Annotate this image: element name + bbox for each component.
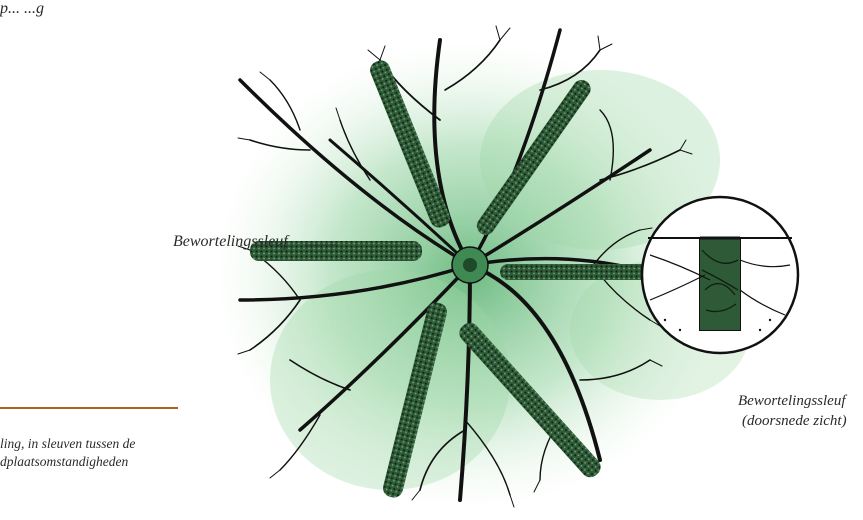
trench-cross-section-inset xyxy=(642,197,798,353)
trench-label: Bewortelingssleuf xyxy=(173,233,288,251)
caption-divider xyxy=(0,407,178,409)
caption-line-1: ling, in sleuven tussen de xyxy=(0,436,135,452)
trench-right xyxy=(500,264,648,280)
caption-line-2: dplaatsomstandigheden xyxy=(0,454,128,470)
trench-section-label: Bewortelingssleuf xyxy=(738,393,846,410)
trunk xyxy=(452,247,488,283)
trench-section-sublabel: (doorsnede zicht) xyxy=(742,413,847,430)
